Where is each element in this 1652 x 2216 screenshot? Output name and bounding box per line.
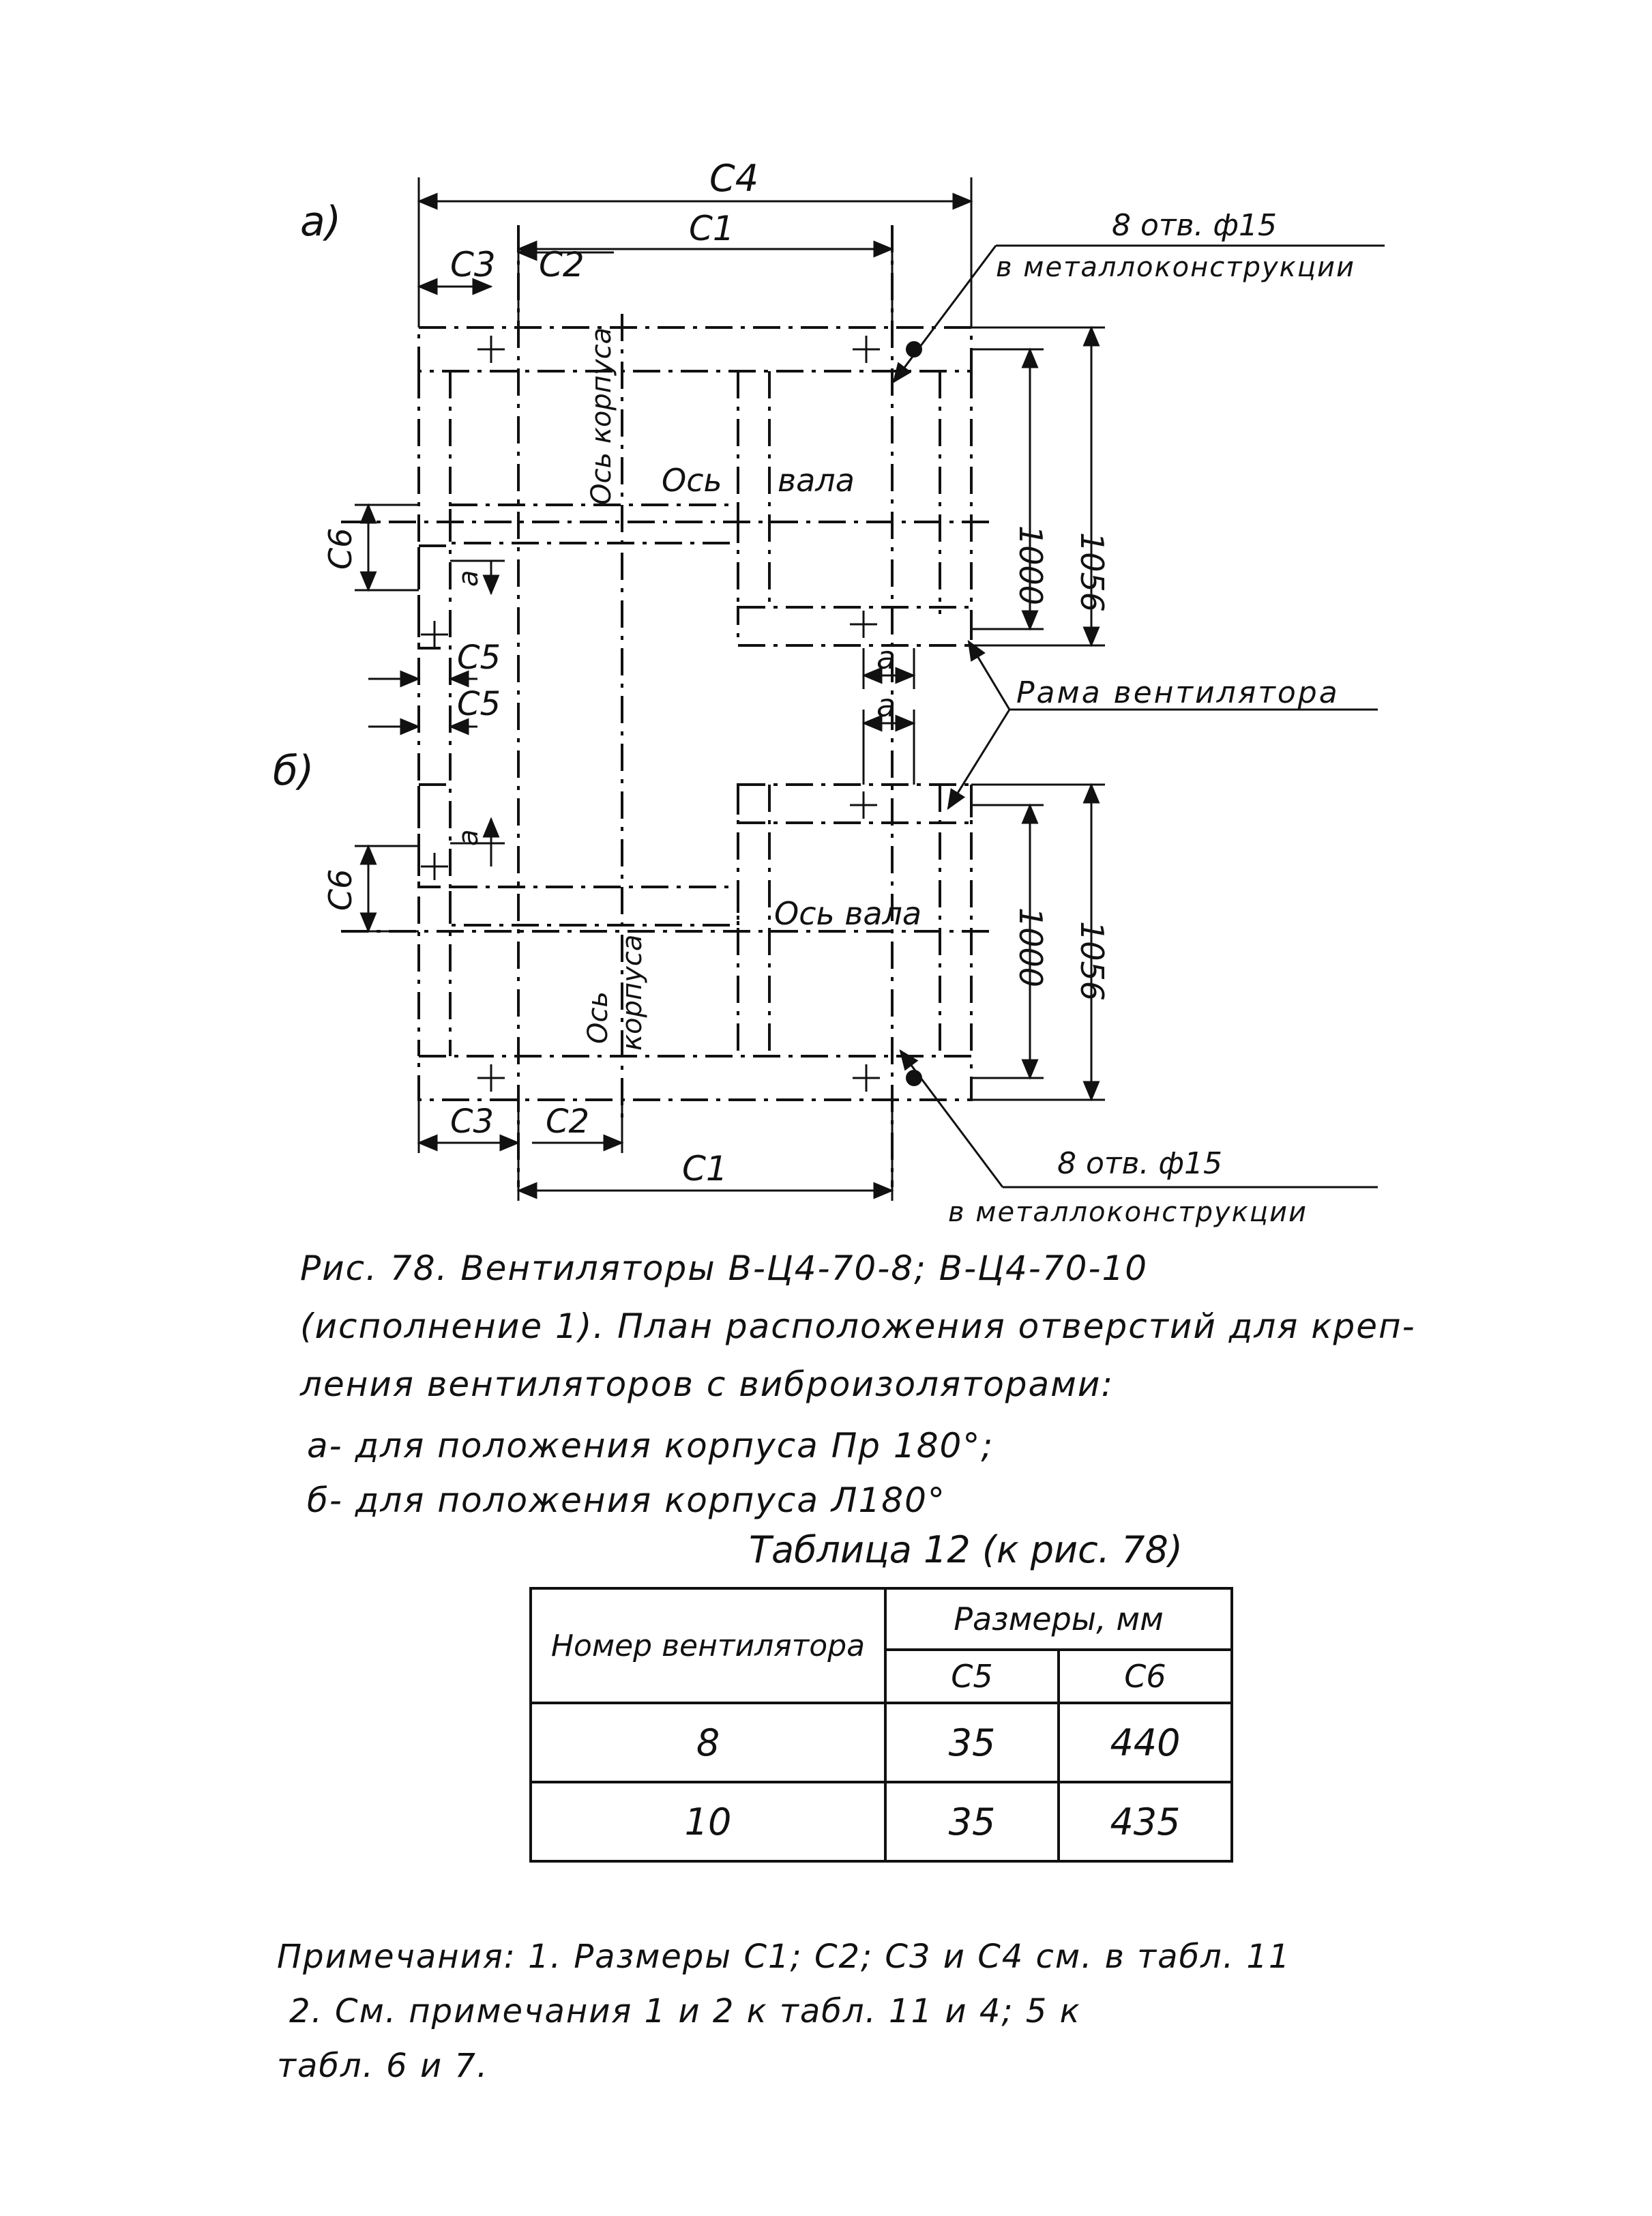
dim-a-right-bottom: a bbox=[876, 687, 896, 724]
holes-label-bottom: 8 отв. ф15 bbox=[1057, 1146, 1222, 1181]
caption-line-5: б- для положения корпуса Л180° bbox=[307, 1481, 946, 1520]
dim-c2-bottom-label: C2 bbox=[546, 1103, 589, 1141]
dim-a-left-top: a bbox=[453, 570, 484, 587]
dim-c5-top: C5 bbox=[457, 639, 501, 677]
cell-fan: 10 bbox=[529, 1781, 887, 1863]
cell-c5: 35 bbox=[884, 1781, 1060, 1863]
axis-body-line1-b: Ось bbox=[582, 991, 614, 1044]
holes-label-top: 8 отв. ф15 bbox=[1112, 208, 1277, 243]
label-b: б) bbox=[273, 747, 314, 795]
caption-line-1: Рис. 78. Вентиляторы В-Ц4-70-8; В-Ц4-70-… bbox=[300, 1249, 1149, 1288]
notes-line-2: 2. См. примечания 1 и 2 к табл. 11 и 4; … bbox=[289, 1992, 1081, 2030]
frame-outline bbox=[341, 225, 989, 1187]
cell-c6: 435 bbox=[1057, 1781, 1233, 1863]
dim-c3-top-label: C3 bbox=[450, 245, 496, 285]
dim-c1-top-label: C1 bbox=[689, 209, 735, 248]
table-header-row: Номер вентилятора Размеры, мм bbox=[529, 1587, 1233, 1704]
hole-dot-bottom bbox=[906, 1070, 922, 1086]
axis-shaft-word2-a: вала bbox=[778, 462, 855, 499]
axis-body-line2-b: корпуса bbox=[617, 935, 648, 1051]
header-c6: C6 bbox=[1057, 1648, 1233, 1704]
dim-c1-bottom-label: C1 bbox=[682, 1149, 728, 1189]
axis-shaft-word1-a: Ось bbox=[662, 462, 722, 499]
caption-line-3: ления вентиляторов с виброизоляторами: bbox=[300, 1365, 1115, 1404]
sizes-table: Номер вентилятора Размеры, мм C5 C6 8 35… bbox=[529, 1587, 1233, 1863]
notes-line-1: Примечания: 1. Размеры С1; С2; С3 и С4 с… bbox=[277, 1938, 1291, 1976]
dimension-lines bbox=[355, 177, 1385, 1201]
dim-c3-bottom-label: C3 bbox=[450, 1103, 494, 1141]
table-subheader-row: C5 C6 bbox=[531, 1648, 1233, 1704]
axis-shaft-label-b: Ось вала bbox=[774, 895, 921, 932]
dim-1000-top: 1000 bbox=[1012, 525, 1049, 605]
dim-c4-label: C4 bbox=[709, 157, 758, 200]
cell-fan: 8 bbox=[529, 1702, 887, 1783]
dim-c5-bottom: C5 bbox=[457, 685, 501, 723]
header-fan-number: Номер вентилятора bbox=[529, 1587, 887, 1704]
dim-1056-bottom: 1056 bbox=[1074, 921, 1110, 1001]
caption-line-2: (исполнение 1). План расположения отверс… bbox=[300, 1307, 1416, 1346]
header-c5: C5 bbox=[884, 1648, 1060, 1704]
dim-c2-top-label: C2 bbox=[539, 245, 585, 285]
table-title: Таблица 12 (к рис. 78) bbox=[749, 1528, 1183, 1571]
dim-1000-bottom: 1000 bbox=[1012, 907, 1049, 987]
holes-sub-top: в металлоконструкции bbox=[996, 252, 1355, 283]
table-row: 8 35 440 bbox=[529, 1702, 1233, 1783]
notes-line-3: табл. 6 и 7. bbox=[277, 2047, 489, 2085]
cell-c6: 440 bbox=[1057, 1702, 1233, 1783]
dim-1056-top: 1056 bbox=[1074, 532, 1110, 612]
frame-label: Рама вентилятора bbox=[1016, 675, 1340, 710]
dim-a-left-bottom: a bbox=[453, 829, 484, 846]
holes-sub-bottom: в металлоконструкции bbox=[948, 1197, 1308, 1228]
dim-c6-b-label: C6 bbox=[322, 869, 359, 911]
axis-body-label-a: Ось корпуса bbox=[586, 327, 617, 505]
label-a: а) bbox=[300, 198, 341, 246]
dim-a-right-top: a bbox=[876, 639, 896, 676]
dim-c6-a-label: C6 bbox=[322, 528, 359, 570]
cell-c5: 35 bbox=[884, 1702, 1060, 1783]
hole-marks bbox=[421, 336, 880, 1092]
header-sizes: Размеры, мм bbox=[884, 1587, 1233, 1651]
table-row: 10 35 435 bbox=[529, 1781, 1233, 1863]
caption-line-4: а- для положения корпуса Пр 180°; bbox=[307, 1426, 994, 1466]
